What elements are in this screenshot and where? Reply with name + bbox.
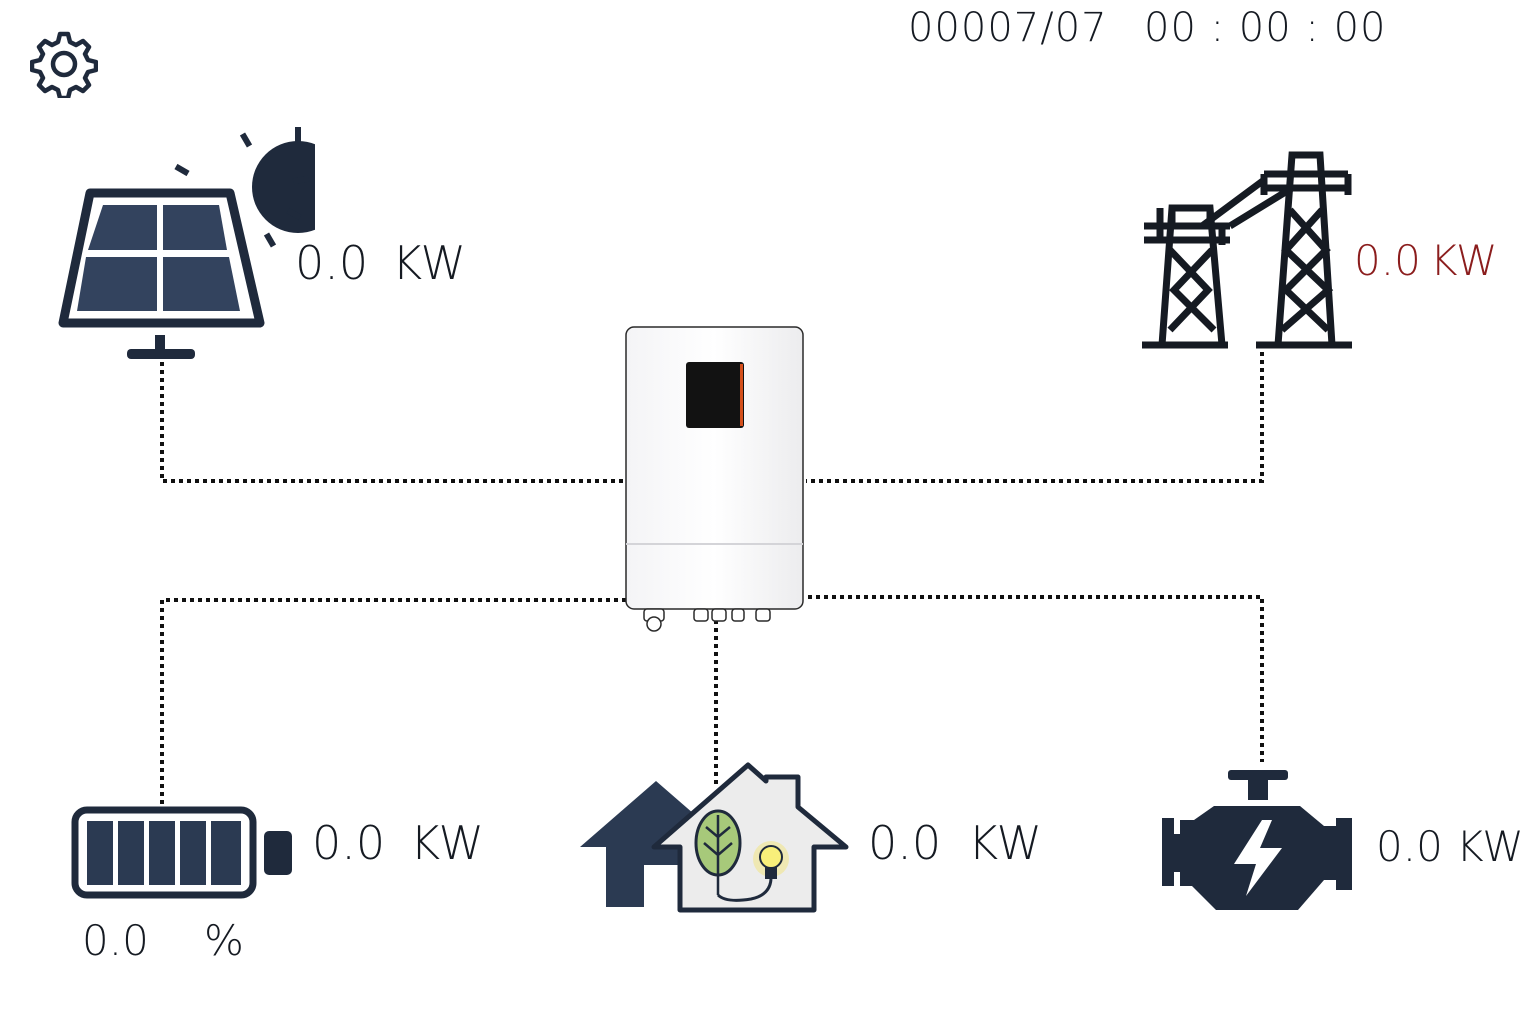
- generator-value: 0.0 KW: [1376, 822, 1524, 871]
- grid-unit: KW: [1430, 236, 1498, 285]
- home-node[interactable]: [576, 755, 851, 915]
- battery-unit: KW: [410, 816, 485, 870]
- battery-value: 0.0: [312, 816, 386, 870]
- home-value: 0.0: [868, 816, 942, 870]
- solar-unit: KW: [392, 236, 467, 290]
- grid-node[interactable]: [1140, 150, 1355, 355]
- inverter-node[interactable]: [622, 322, 808, 634]
- home-load-icon: [580, 762, 849, 913]
- wire-grid: [806, 352, 1264, 483]
- battery-soc-value: 0.0: [82, 916, 149, 965]
- home-unit: KW: [968, 816, 1043, 870]
- battery-soc-unit: %: [204, 916, 244, 965]
- inverter-icon: [625, 326, 804, 632]
- battery-node[interactable]: [70, 805, 296, 900]
- solar-panel-icon: [58, 127, 350, 359]
- date-readout: 00007/07: [908, 5, 1108, 51]
- power-tower-icon: [1142, 151, 1352, 349]
- wire-generator: [808, 595, 1264, 762]
- generator-node[interactable]: [1160, 768, 1356, 913]
- gear-icon: [29, 31, 99, 101]
- wire-solar: [160, 362, 626, 483]
- settings-button[interactable]: [29, 30, 99, 101]
- time-readout: 00 : 00 : 00: [1144, 5, 1387, 51]
- solar-node[interactable]: [55, 125, 350, 365]
- grid-value: 0.0: [1354, 236, 1421, 285]
- generator-engine-icon: [1162, 770, 1352, 910]
- wire-battery: [160, 598, 626, 804]
- battery-icon: [71, 806, 292, 899]
- solar-value: 0.0: [295, 236, 369, 290]
